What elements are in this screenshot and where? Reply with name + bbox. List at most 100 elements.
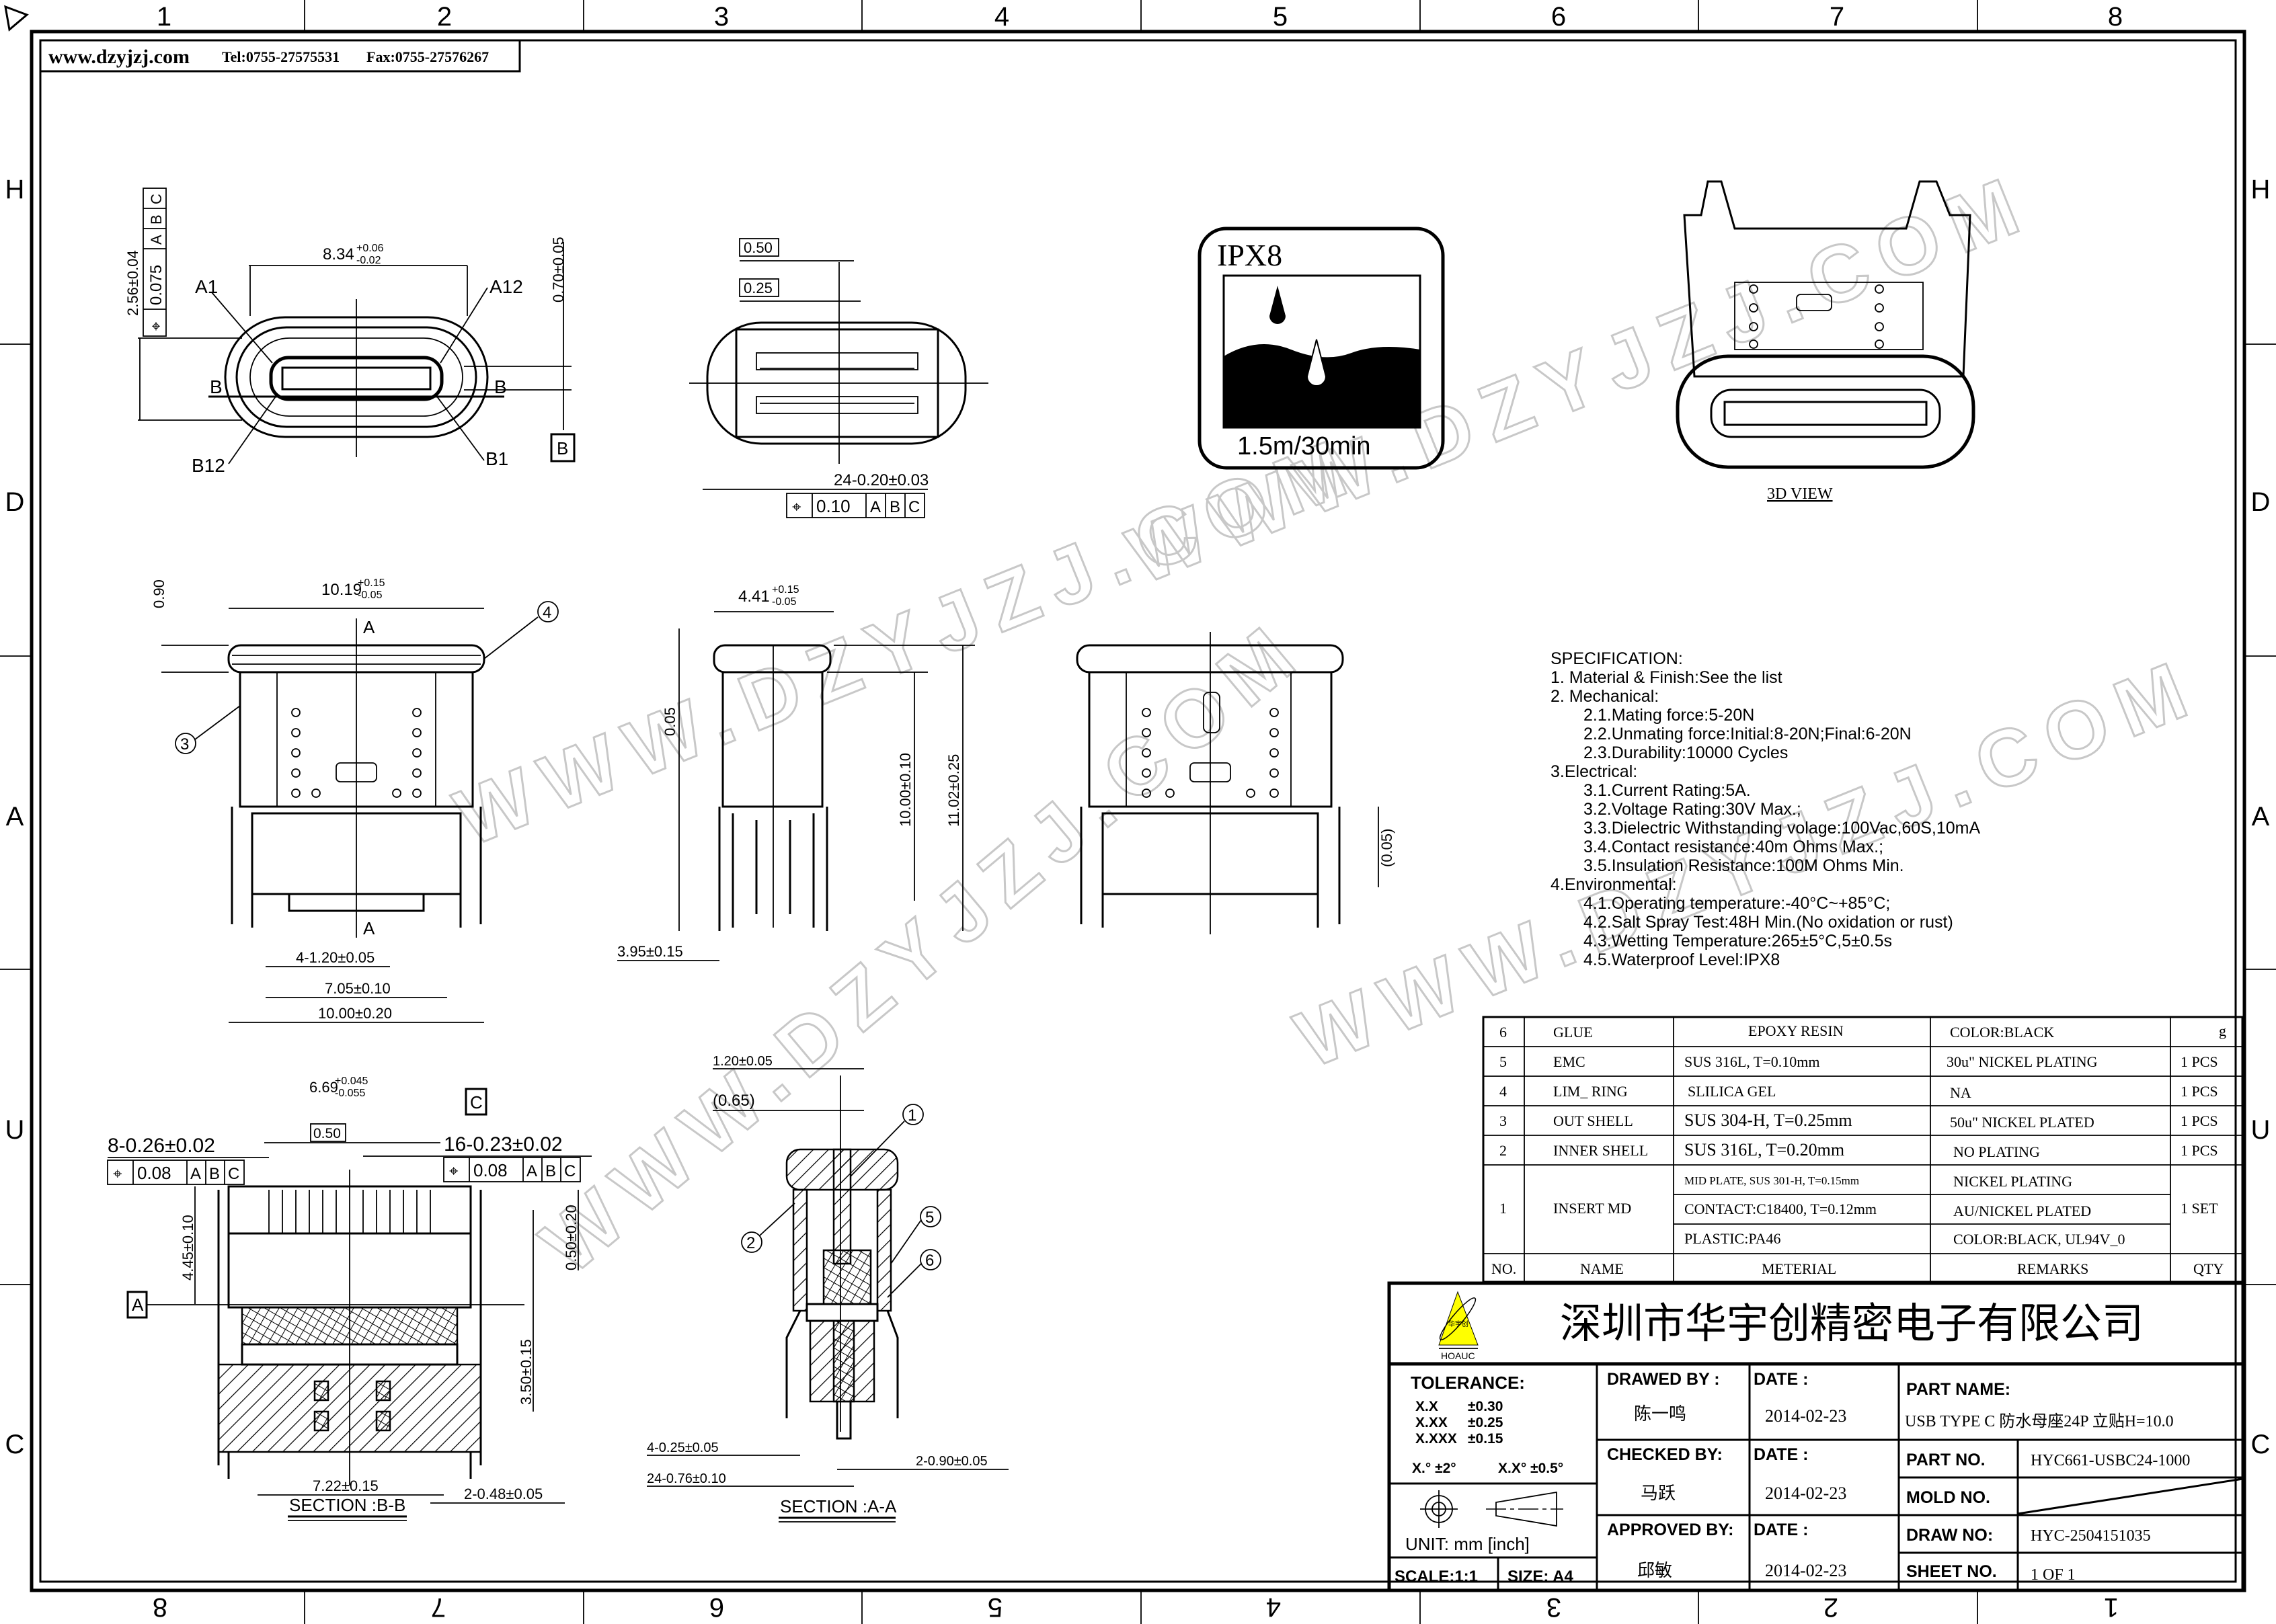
title-block: 华宇创 HOAUC 深圳市华宇创精密电子有限公司 TOLERANCE: X.X±… <box>1387 1281 2245 1592</box>
svg-text:5: 5 <box>925 1209 934 1227</box>
svg-text:2.1.Mating force:5-20N: 2.1.Mating force:5-20N <box>1583 706 1754 725</box>
width-dim: 6.69 <box>309 1079 338 1096</box>
zone-col-bottom-1: 1 <box>2104 1592 2119 1622</box>
svg-text:0.10: 0.10 <box>816 496 851 516</box>
section-bb-view: 6.69 +0.045 -0.055 C 0.50 8-0.26±0.02 ⌖ … <box>107 1075 592 1521</box>
svg-text:EPOXY RESIN: EPOXY RESIN <box>1748 1022 1844 1039</box>
leg-width-dim: 2-0.48±0.05 <box>464 1486 543 1502</box>
svg-text:EMC: EMC <box>1553 1053 1585 1070</box>
side-view: 4.41 +0.15 -0.05 0.05 10.00±0.10 11.02±0… <box>617 584 975 961</box>
height-dim: 10.00±0.10 <box>897 753 914 827</box>
datum-a: A <box>132 1295 144 1315</box>
approved-by-label: APPROVED BY: <box>1607 1520 1733 1539</box>
draw-no: HYC-2504151035 <box>2031 1527 2151 1545</box>
pin-b12-label: B12 <box>192 455 225 476</box>
zone-col-2: 2 <box>437 2 452 32</box>
sheet-no-label: SHEET NO. <box>1906 1562 1997 1581</box>
zone-row-a: A <box>6 802 24 831</box>
zone-row-d-right: D <box>2251 487 2271 517</box>
part-no-label: PART NO. <box>1906 1451 1986 1469</box>
base-width-dim: 10.00±0.20 <box>318 1005 392 1022</box>
svg-text:X.X° ±0.5°: X.X° ±0.5° <box>1498 1461 1563 1476</box>
leg-dim: 3.95±0.15 <box>617 943 683 960</box>
svg-text:1: 1 <box>908 1106 916 1125</box>
svg-text:1. Material & Finish:See t: 1. Material & Finish:See the list <box>1551 668 1782 687</box>
svg-text:COLOR:BLACK, UL94V_0: COLOR:BLACK, UL94V_0 <box>1953 1231 2125 1248</box>
zone-col-3: 3 <box>714 2 729 32</box>
leg-span-dim: 7.22±0.15 <box>313 1477 379 1494</box>
svg-text:NAME: NAME <box>1580 1260 1624 1277</box>
svg-text:HOAUC: HOAUC <box>1441 1350 1475 1361</box>
svg-text:SUS 304-H, T=0.25mm: SUS 304-H, T=0.25mm <box>1684 1110 1852 1130</box>
svg-text:1 PCS: 1 PCS <box>2181 1112 2218 1129</box>
svg-text:1 SET: 1 SET <box>2181 1200 2218 1217</box>
part-no: HYC661-USBC24-1000 <box>2031 1452 2190 1469</box>
svg-text:4: 4 <box>543 604 551 622</box>
pitch-box: 0.50 <box>744 239 773 256</box>
width-tol-plus: +0.15 <box>358 577 385 589</box>
unit-label: UNIT: mm [inch] <box>1405 1534 1530 1554</box>
svg-text:NO.: NO. <box>1491 1260 1516 1277</box>
svg-text:5: 5 <box>1499 1053 1507 1070</box>
zone-col-4: 4 <box>994 2 1009 32</box>
pin-view: 0.50 0.25 24-0.20±0.03 ⌖ 0.10 A B C <box>689 238 988 518</box>
position-symbol-icon: ⌖ <box>449 1162 459 1180</box>
svg-text:3: 3 <box>180 735 189 754</box>
date-checked: 2014-02-23 <box>1765 1484 1846 1503</box>
pin-pitch-dim: 4-1.20±0.05 <box>296 949 375 966</box>
svg-text:3.Electrical:: 3.Electrical: <box>1551 762 1637 781</box>
tel-text: Tel:0755-27575531 <box>222 48 340 65</box>
mold-no-label: MOLD NO. <box>1906 1488 1990 1507</box>
svg-text:X.XXX: X.XXX <box>1415 1431 1457 1447</box>
width-tol-minus: -0.055 <box>335 1088 365 1099</box>
ipx8-badge: IPX8 1.5m/30min <box>1198 227 1445 470</box>
svg-text:A: A <box>526 1162 537 1180</box>
pin-a1-label: A1 <box>195 276 218 297</box>
svg-text:A: A <box>148 235 165 245</box>
height-dim: 2.56±0.04 <box>124 250 141 316</box>
svg-text:C: C <box>564 1162 576 1180</box>
svg-text:1 PCS: 1 PCS <box>2181 1053 2218 1070</box>
inner-dim: (0.65) <box>713 1092 755 1110</box>
svg-text:2: 2 <box>746 1234 755 1252</box>
svg-text:SUS 316L, T=0.10mm: SUS 316L, T=0.10mm <box>1684 1053 1819 1070</box>
ipx8-title: IPX8 <box>1217 238 1282 272</box>
zone-row-h-right: H <box>2251 175 2271 204</box>
part-name: USB TYPE C 防水母座24P 立贴H=10.0 <box>1905 1412 2174 1430</box>
specification: SPECIFICATION: 1. Material & Finish:See … <box>1551 649 1980 969</box>
width-tol-plus: +0.06 <box>356 243 384 254</box>
zone-col-6: 6 <box>1551 2 1566 32</box>
svg-text:REMARKS: REMARKS <box>2017 1260 2088 1277</box>
scale-label: SCALE:1:1 <box>1395 1568 1478 1586</box>
right-pins-dim: 16-0.23±0.02 <box>444 1133 563 1155</box>
zone-col-bottom-5: 5 <box>988 1592 1003 1622</box>
offset-box: 0.25 <box>744 280 773 296</box>
website-link[interactable]: www.dzyjzj.com <box>48 46 190 68</box>
zone-row-a-right: A <box>2252 802 2270 831</box>
section-bb-title: SECTION :B-B <box>289 1495 405 1515</box>
svg-text:1: 1 <box>1499 1200 1507 1217</box>
zone-row-d: D <box>5 487 25 517</box>
zone-row-c: C <box>5 1430 25 1459</box>
svg-text:A: A <box>190 1165 201 1183</box>
date-label: DATE : <box>1754 1520 1808 1539</box>
tolerance-label: TOLERANCE: <box>1411 1373 1525 1393</box>
ipx8-caption: 1.5m/30min <box>1237 432 1371 460</box>
zone-col-8: 8 <box>2108 2 2123 32</box>
zone-col-bottom-7: 7 <box>431 1592 446 1622</box>
right-pins-position-frame: ⌖ 0.08 A B C <box>443 1157 581 1182</box>
section-a-bottom: A <box>363 918 375 938</box>
width-tol-minus: -0.02 <box>356 255 381 266</box>
svg-text:3.5.Insulation Resistance:100: 3.5.Insulation Resistance:100M Ohms Min. <box>1583 856 1904 875</box>
water-drop-icon <box>1306 339 1327 387</box>
svg-text:6: 6 <box>1499 1024 1507 1041</box>
zone-col-bottom-3: 3 <box>1546 1592 1561 1622</box>
svg-text:2: 2 <box>1499 1142 1507 1159</box>
balloon-3 <box>175 733 196 754</box>
fax-text: Fax:0755-27576267 <box>366 48 489 65</box>
svg-text:LIM_ RING: LIM_ RING <box>1553 1083 1628 1100</box>
